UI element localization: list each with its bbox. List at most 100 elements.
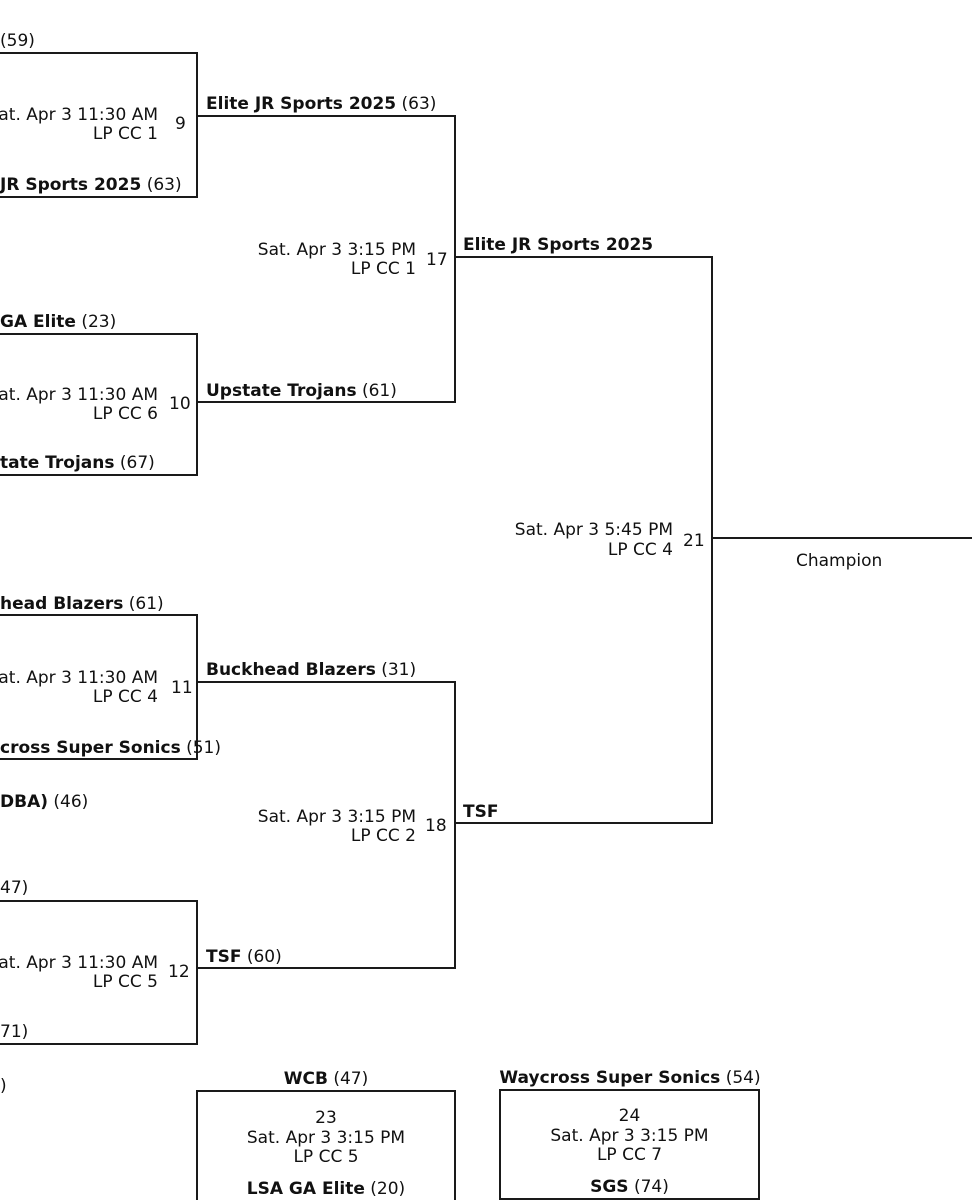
seed-label: 47): [0, 878, 29, 898]
team-entry[interactable]: DBA) (46): [0, 792, 88, 812]
team-name: TSF: [463, 802, 499, 822]
bracket-line: [196, 333, 198, 476]
team-entry[interactable]: TSF: [463, 802, 498, 822]
game-time: Sat. Apr 3 11:30 AM: [0, 105, 158, 125]
game-number: 23: [315, 1108, 337, 1128]
game-number: 10: [169, 394, 191, 414]
team-name: SGS: [590, 1177, 629, 1197]
bracket-line: [196, 614, 198, 760]
team-name: DBA): [0, 792, 48, 812]
game-number: 24: [618, 1106, 641, 1126]
team-entry[interactable]: WCB (47): [196, 1069, 456, 1089]
team-seed: (63): [401, 94, 437, 114]
game-court: LP CC 2: [350, 826, 416, 846]
game-time: Sat. Apr 3 3:15 PM: [257, 807, 416, 827]
team-entry[interactable]: Waycross Super Sonics (54): [490, 1068, 770, 1088]
team-name: Buckhead Blazers: [206, 660, 376, 680]
game-court: LP CC 1: [350, 259, 416, 279]
game-time: Sat. Apr 3 3:15 PM: [550, 1126, 709, 1146]
team-seed: (31): [381, 660, 417, 680]
game-number: 12: [168, 962, 190, 982]
bracket-line: [198, 115, 456, 117]
team-entry[interactable]: GA Elite (23): [0, 312, 116, 332]
team-entry[interactable]: SGS (74): [499, 1177, 760, 1197]
game-number: 17: [426, 250, 448, 270]
bracket-line: [196, 52, 198, 198]
team-name: head Blazers: [0, 594, 124, 614]
team-seed: (61): [128, 594, 164, 614]
team-entry[interactable]: Elite JR Sports 2025: [463, 235, 653, 255]
bracket-line: [454, 681, 456, 969]
bracket-line: [0, 758, 198, 760]
team-seed: (67): [119, 453, 155, 473]
game-court: LP CC 4: [92, 687, 158, 707]
consolation-game-box: [196, 1090, 456, 1200]
game-number: 18: [425, 816, 447, 836]
bracket-line: [198, 681, 456, 683]
game-court: LP CC 6: [92, 404, 158, 424]
team-seed: (61): [361, 381, 397, 401]
bracket-line: [0, 52, 198, 54]
team-name: JR Sports 2025: [0, 175, 142, 195]
game-number: 9: [175, 114, 186, 134]
team-entry[interactable]: head Blazers (61): [0, 594, 164, 614]
bracket-line: [198, 967, 456, 969]
game-court: LP CC 1: [92, 124, 158, 144]
bracket-line: [0, 1043, 198, 1045]
game-time: Sat. Apr 3 11:30 AM: [0, 953, 158, 973]
team-entry[interactable]: tate Trojans (67): [0, 453, 155, 473]
bracket-line: [454, 115, 456, 403]
game-time: Sat. Apr 3 11:30 AM: [0, 668, 158, 688]
game-court: LP CC 5: [92, 972, 158, 992]
seed-label: 71): [0, 1022, 29, 1042]
seed-label: ): [0, 1076, 7, 1096]
game-court: LP CC 7: [596, 1145, 663, 1165]
bracket-line: [198, 401, 456, 403]
team-seed: (47): [333, 1069, 369, 1089]
team-name: Upstate Trojans: [206, 381, 357, 401]
game-court: LP CC 4: [607, 540, 673, 560]
team-entry[interactable]: LSA GA Elite (20): [196, 1179, 456, 1199]
team-seed: (23): [81, 312, 117, 332]
team-seed: (74): [633, 1177, 669, 1197]
team-seed: (51): [186, 738, 222, 758]
bracket-line: [0, 333, 198, 335]
team-entry[interactable]: TSF (60): [206, 947, 282, 967]
team-seed: (63): [146, 175, 182, 195]
game-time: Sat. Apr 3 3:15 PM: [246, 1128, 406, 1148]
team-entry[interactable]: JR Sports 2025 (63): [0, 175, 182, 195]
team-name: WCB: [283, 1069, 328, 1089]
team-entry[interactable]: Upstate Trojans (61): [206, 381, 397, 401]
team-seed: (20): [370, 1179, 406, 1199]
team-seed: (60): [246, 947, 282, 967]
champion-line: [713, 537, 972, 539]
team-name: LSA GA Elite: [246, 1179, 365, 1199]
consolation-game-box: [499, 1089, 760, 1200]
team-name: Elite JR Sports 2025: [206, 94, 397, 114]
team-seed: (54): [725, 1068, 761, 1088]
game-number: 11: [171, 678, 193, 698]
team-name: TSF: [206, 947, 242, 967]
team-entry[interactable]: Elite JR Sports 2025 (63): [206, 94, 436, 114]
game-court: LP CC 5: [293, 1147, 359, 1167]
game-time: Sat. Apr 3 5:45 PM: [514, 520, 673, 540]
team-entry[interactable]: Buckhead Blazers (31): [206, 660, 416, 680]
team-name: GA Elite: [0, 312, 76, 332]
champion-label: Champion: [796, 551, 883, 571]
team-name: Waycross Super Sonics: [499, 1068, 721, 1088]
bracket-line: [456, 256, 713, 258]
team-seed: (46): [53, 792, 89, 812]
bracket-line: [0, 474, 198, 476]
team-name: tate Trojans: [0, 453, 115, 473]
game-time: Sat. Apr 3 3:15 PM: [257, 240, 416, 260]
bracket-line: [0, 196, 198, 198]
bracket-line: [0, 900, 198, 902]
bracket-line: [0, 614, 198, 616]
bracket-line: [456, 822, 713, 824]
team-name: Elite JR Sports 2025: [463, 235, 654, 255]
bracket-line: [196, 900, 198, 1045]
team-entry[interactable]: cross Super Sonics (51): [0, 738, 221, 758]
game-number: 21: [683, 531, 705, 551]
seed-label: (59): [0, 31, 35, 51]
bracket-line: [711, 256, 713, 824]
